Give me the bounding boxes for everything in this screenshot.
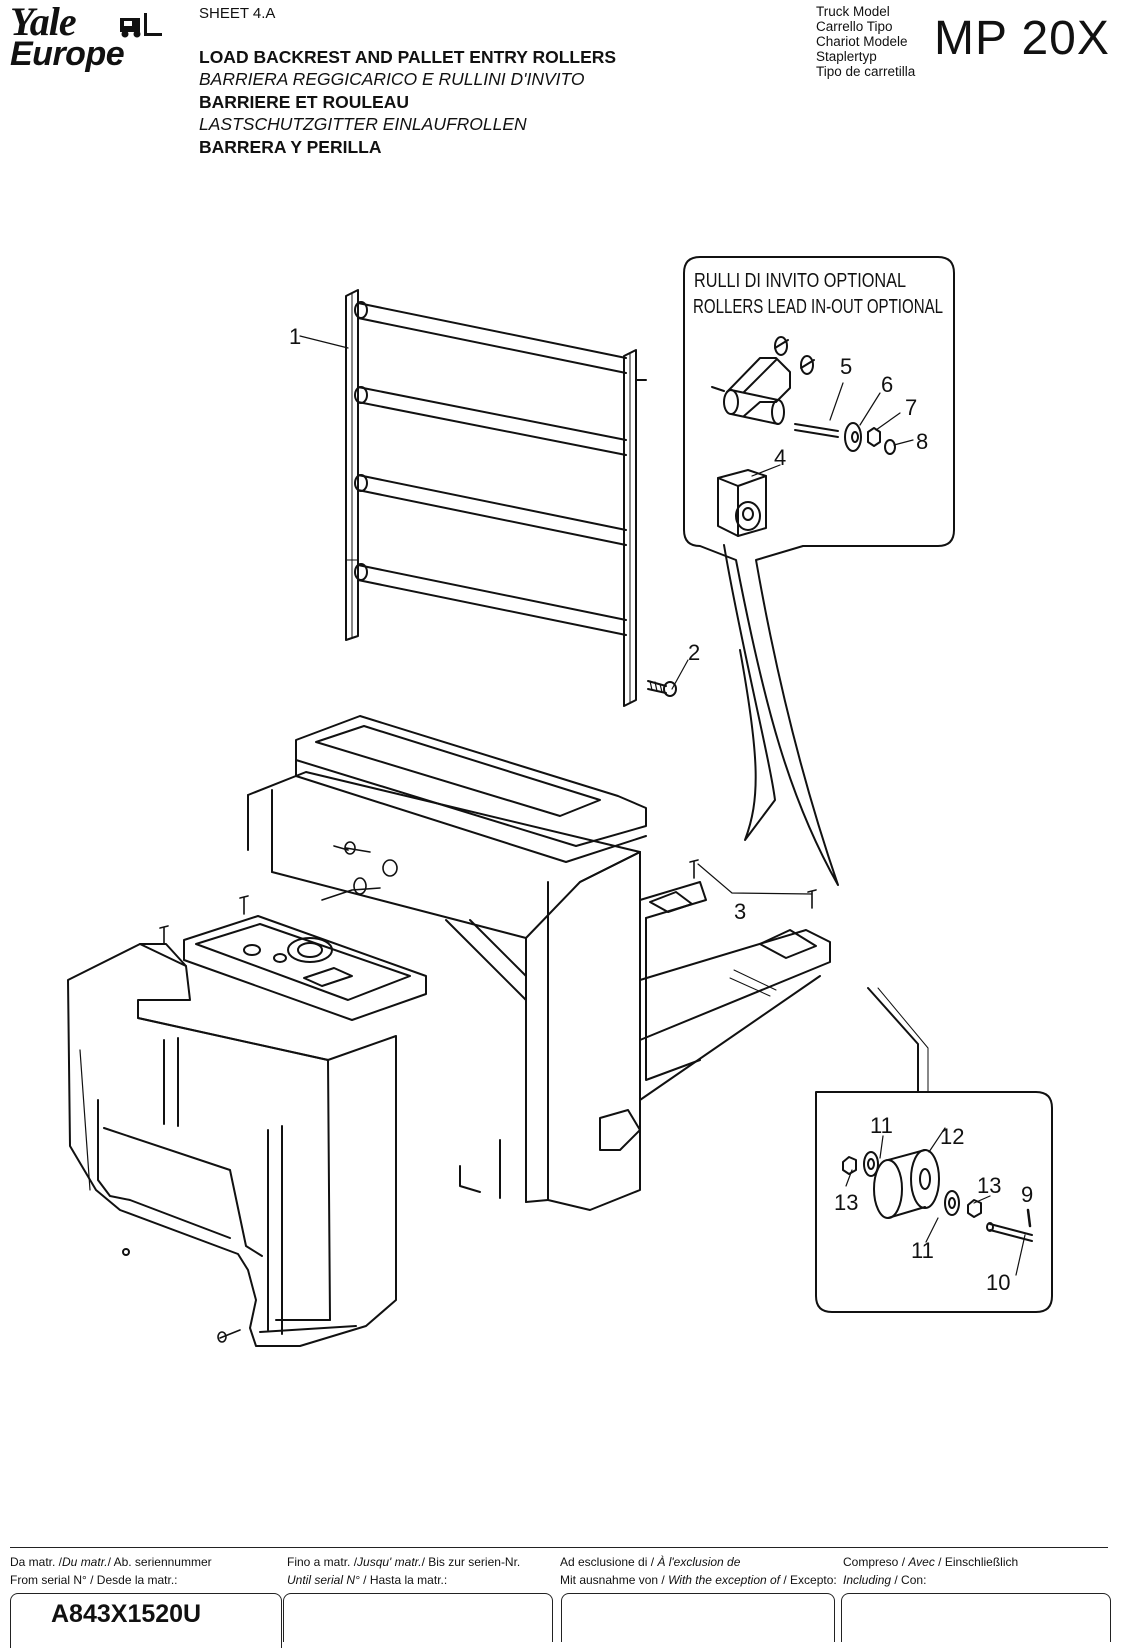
control-plate [183,915,427,1021]
part-label-1: 1 [289,324,301,349]
part-label-2: 2 [688,640,700,665]
until-serial-value [283,1593,553,1642]
logo-yale-text: Yale [10,0,77,44]
part-label-10: 10 [986,1270,1010,1295]
part-label-8: 8 [916,429,928,454]
model-label-es: Tipo de carretilla [816,64,916,79]
truck-model-code: MP 20X [934,12,1110,65]
part-label-13-right: 13 [977,1173,1001,1198]
part-label-11-top: 11 [870,1113,893,1138]
part-label-6: 6 [881,372,893,397]
from-serial-value: A843X1520U [10,1593,282,1648]
part-label-9: 9 [1021,1182,1033,1207]
leader-lines [299,335,813,895]
callout-heading-english: ROLLERS LEAD IN-OUT OPTIONAL [693,296,943,318]
callout-heading-italian: RULLI DI INVITO OPTIONAL [694,270,906,292]
footer-divider [10,1547,1108,1548]
part-label-7: 7 [905,395,917,420]
forklift-logo-icon [120,13,162,38]
model-label-it: Carrello Tipo [816,19,893,34]
truck-model-labels: Truck Model Carrello Tipo Chariot Modele… [816,4,915,79]
model-label-de: Staplertyp [816,49,877,64]
battery-cover [67,943,397,1347]
title-spanish: BARRERA Y PERILLA [199,137,382,157]
part-label-3: 3 [734,899,746,924]
including-value [841,1593,1111,1642]
screws [159,841,817,1343]
part-label-13-left: 13 [834,1190,858,1215]
title-italian: BARRIERA REGGICARICO E RULLINI D'INVITO [199,69,585,89]
footer-including-label: Compreso / Avec / Einschließlich Includi… [843,1555,1019,1587]
exception-value [561,1593,835,1642]
part-label-5: 5 [840,354,852,379]
title-french: BARRIERE ET ROULEAU [199,92,410,112]
callout-optional-rollers [683,256,955,886]
load-backrest [345,289,647,707]
part-label-12: 12 [940,1124,964,1149]
logo-europe-text: Europe [10,35,125,73]
title-german: LASTSCHUTZGITTER EINLAUFROLLEN [199,114,527,134]
model-label-fr: Chariot Modele [816,34,908,49]
bolt [647,680,677,697]
model-label-en: Truck Model [816,4,890,19]
footer-from-serial-label: Da matr. /Du matr./ Ab. seriennummer Fro… [10,1555,212,1587]
part-label-4: 4 [774,445,786,470]
footer-exception-label: Ad esclusione di / À l'exclusion de Mit … [560,1555,837,1587]
truck-chassis [247,715,831,1211]
sheet-number: SHEET 4.A [199,5,276,22]
part-label-11-bottom: 11 [911,1238,934,1263]
callout-roller-assembly [815,987,1053,1313]
footer-until-serial-label: Fino a matr. /Jusqu' matr./ Bis zur seri… [287,1555,521,1587]
title-english: LOAD BACKREST AND PALLET ENTRY ROLLERS [199,47,617,67]
exploded-parts-drawing: RULLI DI INVITO OPTIONAL ROLLERS LEAD IN… [67,256,1053,1347]
